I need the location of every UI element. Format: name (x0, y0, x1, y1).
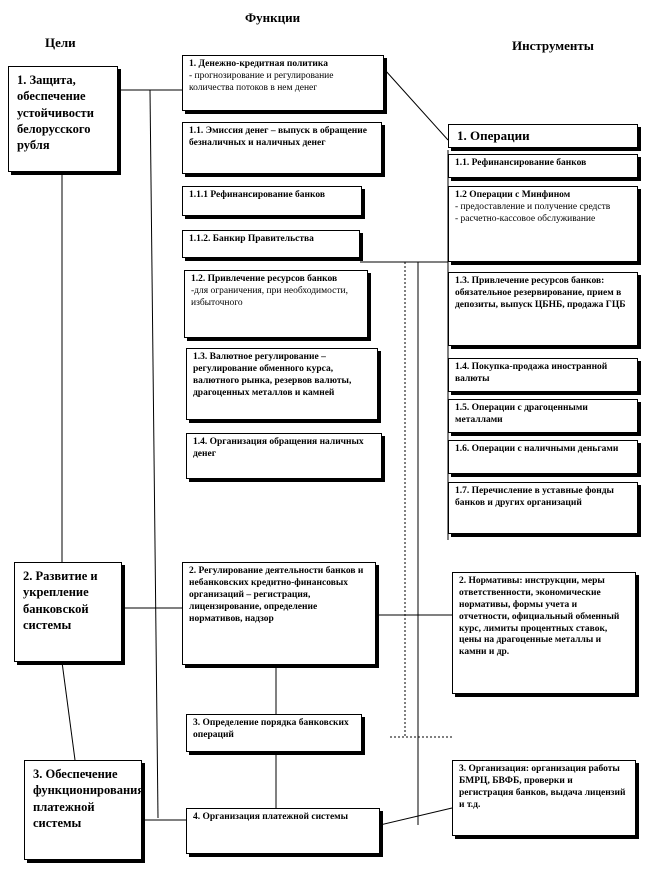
tool-1-3-box: 1.3. Привлечение ресурсов банков: обязат… (448, 272, 638, 346)
function-4-box: 4. Организация платежной системы (186, 808, 380, 854)
function-1-2-box: 1.2. Привлечение ресурсов банков -для ог… (184, 270, 368, 338)
goal-1-box: 1. Защита, обеспечение устойчивости бело… (8, 66, 118, 172)
tool-1-2-line-1: - предоставление и получение средств (455, 201, 611, 212)
function-1-1-2-box: 1.1.2. Банкир Правительства (182, 230, 360, 258)
function-3-box: 3. Определение порядка банковских операц… (186, 714, 362, 752)
tool-1-3-title: 1.3. Привлечение ресурсов банков: обязат… (455, 276, 626, 310)
tool-1-box: 1. Операции (448, 124, 638, 148)
tool-1-2-line-2: - расчетно-кассовое обслуживание (455, 213, 596, 224)
function-1-line: - прогнозирование и регулирование количе… (189, 70, 334, 93)
function-1-4-title: 1.4. Организация обращения наличных дене… (193, 437, 364, 459)
function-2-box: 2. Регулирование деятельности банков и н… (182, 562, 376, 665)
goal-3-title: 3. Обеспечение функционирования платежно… (33, 767, 142, 830)
function-1-2-line: -для ограничения, при необходимости, изб… (191, 285, 348, 308)
tool-1-2-title: 1.2 Операции с Минфином (455, 190, 571, 200)
header-tools: Инструменты (512, 38, 594, 53)
tool-1-2-box: 1.2 Операции с Минфином - предоставление… (448, 186, 638, 262)
tool-2-title: 2. Нормативы: инструкции, меры ответстве… (459, 576, 620, 658)
goal-2-title: 2. Развитие и укрепление банковской сист… (23, 569, 98, 632)
goal-2-box: 2. Развитие и укрепление банковской сист… (14, 562, 122, 662)
tool-1-5-title: 1.5. Операции с драгоценными металлами (455, 403, 588, 425)
tool-1-1-box: 1.1. Рефинансирование банков (448, 154, 638, 178)
function-1-1-1-title: 1.1.1 Рефинансирование банков (189, 190, 326, 200)
tool-1-5-box: 1.5. Операции с драгоценными металлами (448, 399, 638, 433)
tool-2-box: 2. Нормативы: инструкции, меры ответстве… (452, 572, 636, 694)
tool-1-1-title: 1.1. Рефинансирование банков (455, 158, 587, 168)
function-1-1-box: 1.1. Эмиссия денег – выпуск в обращение … (182, 122, 382, 174)
function-1-2-title: 1.2. Привлечение ресурсов банков (191, 274, 338, 284)
function-1-3-box: 1.3. Валютное регулирование – регулирова… (186, 348, 378, 420)
tool-3-box: 3. Организация: организация работы БМРЦ,… (452, 760, 636, 836)
tool-1-7-box: 1.7. Перечисление в уставные фонды банко… (448, 482, 638, 534)
goal-3-box: 3. Обеспечение функционирования платежно… (24, 760, 142, 860)
function-1-1-title: 1.1. Эмиссия денег – выпуск в обращение … (189, 126, 367, 148)
function-3-title: 3. Определение порядка банковских операц… (193, 718, 349, 740)
tool-1-title: 1. Операции (457, 128, 530, 143)
tool-3-title: 3. Организация: организация работы БМРЦ,… (459, 764, 626, 810)
function-1-box: 1. Денежно-кредитная политика - прогнози… (182, 55, 384, 111)
function-1-3-title: 1.3. Валютное регулирование – регулирова… (193, 352, 352, 398)
function-1-4-box: 1.4. Организация обращения наличных дене… (186, 433, 382, 479)
header-functions: Функции (245, 10, 301, 25)
tool-1-6-box: 1.6. Операции с наличными деньгами (448, 440, 638, 474)
function-1-1-1-box: 1.1.1 Рефинансирование банков (182, 186, 362, 216)
function-1-1-2-title: 1.1.2. Банкир Правительства (189, 234, 314, 244)
tool-1-4-box: 1.4. Покупка-продажа иностранной валюты (448, 358, 638, 392)
tool-1-6-title: 1.6. Операции с наличными деньгами (455, 444, 619, 454)
tool-1-4-title: 1.4. Покупка-продажа иностранной валюты (455, 362, 608, 384)
goal-1-title: 1. Защита, обеспечение устойчивости бело… (17, 73, 94, 152)
tool-1-7-title: 1.7. Перечисление в уставные фонды банко… (455, 486, 614, 508)
function-4-title: 4. Организация платежной системы (193, 812, 349, 822)
function-1-title: 1. Денежно-кредитная политика (189, 59, 328, 69)
header-goals: Цели (45, 35, 76, 50)
function-2-title: 2. Регулирование деятельности банков и н… (189, 566, 364, 624)
